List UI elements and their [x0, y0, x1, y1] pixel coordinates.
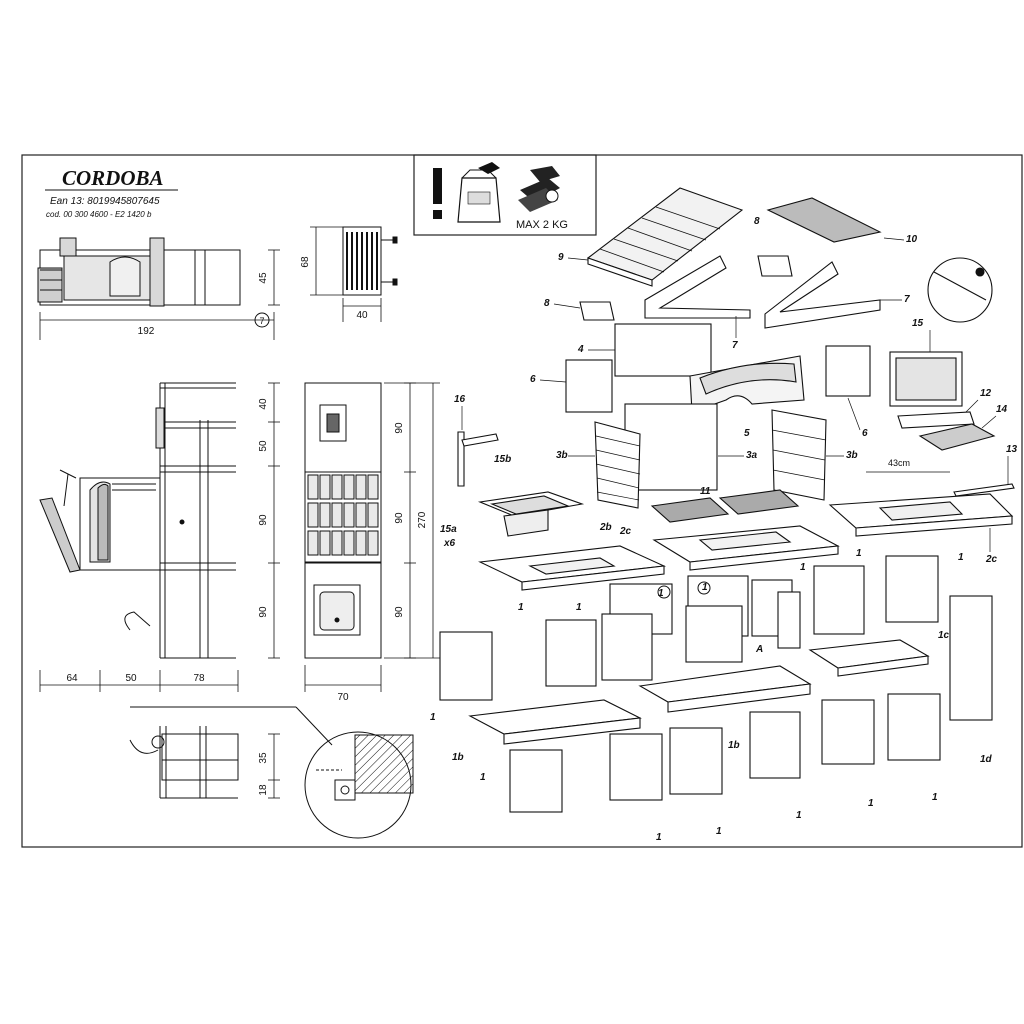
- label-1-a: 1: [518, 602, 524, 613]
- exploded-labels: 10 9 8 8 7 7 4 6 6 15 12 14 13 16 3b 3b …: [430, 216, 1018, 843]
- front-total-label: 270: [417, 511, 428, 528]
- side-block-dimensions: [310, 226, 382, 322]
- label-2c-right: 2c: [985, 554, 998, 565]
- top-view-drawing: [37, 237, 241, 307]
- product-code: cod. 00 300 4600 - E2 1420 b: [46, 210, 152, 219]
- label-3b-right: 3b: [846, 450, 858, 461]
- exclamation-icon: [433, 168, 442, 219]
- max-weight-label: MAX 2 KG: [516, 219, 568, 231]
- label-1b-mid: 1b: [728, 740, 740, 751]
- label-1-k: 1: [868, 798, 874, 809]
- label-2c-mid: 2c: [619, 526, 632, 537]
- label-1-l: 1: [932, 792, 938, 803]
- label-7b: 7: [904, 294, 910, 305]
- detail-h2-label: 18: [258, 784, 269, 796]
- label-15b: 15b: [494, 454, 511, 465]
- label-14: 14: [996, 404, 1008, 415]
- leader-lines: [461, 237, 1009, 552]
- label-1b-left: 1b: [452, 752, 464, 763]
- label-9: 9: [558, 252, 564, 263]
- label-1-f: 1: [430, 712, 436, 723]
- label-1-n: 1: [702, 582, 708, 593]
- label-8a: 8: [544, 298, 550, 309]
- detail-view-dimensions: [268, 733, 280, 799]
- side-block-width-label: 40: [356, 310, 368, 321]
- label-1-m: 1: [658, 588, 664, 599]
- side-seg4-label: 90: [258, 606, 269, 618]
- side-w2-label: 50: [125, 673, 137, 684]
- label-1-h: 1: [656, 832, 662, 843]
- label-3a: 3a: [746, 450, 758, 461]
- label-13: 13: [1006, 444, 1018, 455]
- label-15: 15: [912, 318, 924, 329]
- side-seg2-label: 50: [258, 440, 269, 452]
- label-6a: 6: [530, 374, 536, 385]
- front-seg3-label: 90: [394, 606, 405, 618]
- side-elevation-drawing: [39, 382, 236, 659]
- side-block-height-label: 68: [300, 256, 311, 268]
- charcoal-pieces-icon: [518, 166, 560, 212]
- side-seg1-label: 40: [258, 398, 269, 410]
- step-circle-icon: [254, 312, 270, 328]
- callout-circle-1b: [697, 581, 711, 595]
- front-view-dimensions: [304, 382, 440, 692]
- title: CORDOBA: [62, 166, 164, 190]
- label-1-b: 1: [576, 602, 582, 613]
- callout-circle-1a: [657, 585, 671, 599]
- label-1d: 1d: [980, 754, 993, 765]
- label-3b-left: 3b: [556, 450, 568, 461]
- label-1-c: 1: [800, 562, 806, 573]
- label-x6: x6: [443, 538, 456, 549]
- label-16: 16: [454, 394, 466, 405]
- side-w1-label: 64: [66, 673, 78, 684]
- top-view-dimensions: [39, 249, 280, 340]
- label-8b: 8: [754, 216, 760, 227]
- top-width-label: 192: [138, 326, 155, 337]
- label-1-g: 1: [480, 772, 486, 783]
- front-view-drawing: [304, 382, 382, 659]
- detail-view-drawing: [129, 706, 414, 839]
- label-11: 11: [700, 486, 711, 497]
- label-7a: 7: [732, 340, 738, 351]
- label-6b: 6: [862, 428, 868, 439]
- label-1-j: 1: [796, 810, 802, 821]
- label-4: 4: [577, 344, 584, 355]
- label-1-i: 1: [716, 826, 722, 837]
- exploded-parts: [439, 187, 1015, 813]
- label-1-e: 1: [958, 552, 964, 563]
- label-12: 12: [980, 388, 992, 399]
- ean-code: Ean 13: 8019945807645: [50, 196, 160, 207]
- label-2b: 2b: [599, 522, 612, 533]
- side-block-drawing: [342, 226, 398, 296]
- side-seg3-label: 90: [258, 514, 269, 526]
- label-15a: 15a: [440, 524, 457, 535]
- counter-width-label: 43cm: [888, 458, 910, 468]
- front-width-label: 70: [337, 692, 349, 703]
- charcoal-bag-icon: [457, 162, 501, 223]
- label-5: 5: [744, 428, 750, 439]
- front-seg2-label: 90: [394, 512, 405, 524]
- label-10: 10: [906, 234, 918, 245]
- step-circle-label: 7: [259, 316, 264, 326]
- label-A: A: [755, 644, 763, 655]
- detail-h1-label: 35: [258, 752, 269, 764]
- side-elevation-dimensions: [39, 382, 280, 692]
- label-1c: 1c: [938, 630, 950, 641]
- warning-box: [413, 154, 597, 236]
- top-height-label: 45: [258, 272, 269, 284]
- label-1-d: 1: [856, 548, 862, 559]
- front-seg1-label: 90: [394, 422, 405, 434]
- side-w3-label: 78: [193, 673, 205, 684]
